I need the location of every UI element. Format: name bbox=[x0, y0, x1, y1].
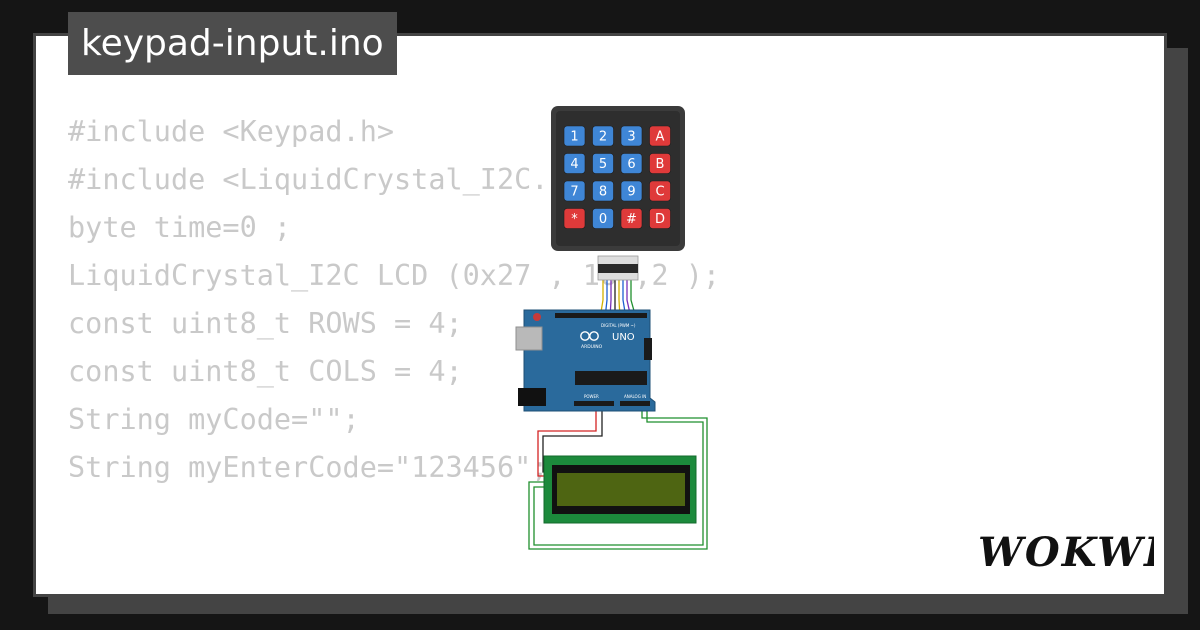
keypad-key[interactable]: 8 bbox=[592, 180, 614, 202]
code-line-5: const uint8_t ROWS = 4; bbox=[68, 307, 463, 340]
keypad-key-label: B bbox=[656, 157, 665, 172]
arduino-board: UNO ARDUINO DIGITAL (PWM ~) POWER ANALOG… bbox=[515, 309, 656, 412]
keypad-key[interactable]: A bbox=[649, 125, 671, 147]
keypad-key[interactable]: # bbox=[620, 208, 643, 229]
keypad-key-label: 5 bbox=[599, 157, 607, 172]
arduino-digital-label: DIGITAL (PWM ~) bbox=[601, 323, 636, 328]
code-line-2: #include <LiquidCrystal_I2C.h> bbox=[68, 163, 583, 196]
keypad-key-label: 9 bbox=[627, 185, 635, 200]
keypad-key-label: 4 bbox=[570, 157, 578, 172]
keypad-key[interactable]: C bbox=[649, 180, 671, 202]
keypad-key-label: 2 bbox=[599, 130, 607, 145]
wokwi-logo: WOKWI bbox=[978, 529, 1154, 576]
lcd-wire-vcc bbox=[537, 410, 597, 477]
keypad-key-label: 3 bbox=[627, 130, 635, 145]
code-line-3: byte time=0 ; bbox=[68, 211, 292, 244]
keypad-key[interactable]: B bbox=[649, 153, 671, 174]
usb-port bbox=[515, 326, 543, 351]
keypad-key[interactable]: 5 bbox=[592, 153, 614, 174]
keypad-keys: 1 2 3 A 4 5 6 B 7 8 9 C * 0 # D bbox=[563, 125, 671, 229]
keypad-key[interactable]: * bbox=[563, 208, 586, 229]
keypad-key-label: 1 bbox=[570, 130, 578, 145]
keypad-key[interactable]: 1 bbox=[563, 125, 586, 147]
keypad-key-label: * bbox=[571, 212, 578, 227]
code-line-8: String myEnterCode="123456"; bbox=[68, 451, 549, 484]
reset-button bbox=[533, 313, 541, 321]
keypad-key-label: # bbox=[626, 212, 637, 227]
power-jack bbox=[518, 388, 546, 406]
keypad-key[interactable]: D bbox=[649, 208, 671, 229]
arduino-model-label: UNO bbox=[612, 332, 635, 343]
keypad-key[interactable]: 0 bbox=[592, 208, 614, 229]
keypad-key[interactable]: 4 bbox=[563, 153, 586, 174]
code-line-7: String myCode=""; bbox=[68, 403, 360, 436]
lcd-screen bbox=[557, 473, 685, 506]
arduino-analog-label: ANALOG IN bbox=[624, 394, 646, 399]
arduino-brand-label: ARDUINO bbox=[581, 344, 603, 350]
lcd-wire-scl bbox=[533, 410, 704, 546]
keypad-key[interactable]: 3 bbox=[620, 125, 643, 147]
keypad-key-label: 0 bbox=[599, 212, 607, 227]
keypad-key-label: C bbox=[655, 185, 664, 200]
file-name-tab: keypad-input.ino bbox=[68, 12, 397, 75]
microcontroller-chip bbox=[575, 371, 647, 385]
code-line-1: #include <Keypad.h> bbox=[68, 115, 395, 148]
arduino-logo bbox=[580, 331, 599, 341]
keypad-key[interactable]: 2 bbox=[592, 125, 614, 147]
keypad: 1 2 3 A 4 5 6 B 7 8 9 C * 0 # D bbox=[551, 106, 685, 281]
keypad-key-label: 7 bbox=[570, 185, 578, 200]
arduino-power-label: POWER bbox=[584, 394, 599, 399]
keypad-key[interactable]: 6 bbox=[620, 153, 643, 174]
keypad-key-label: A bbox=[656, 130, 665, 145]
lcd-wire-sda bbox=[528, 410, 708, 550]
code-line-6: const uint8_t COLS = 4; bbox=[68, 355, 463, 388]
lcd-display bbox=[543, 455, 697, 524]
brand-name: WOKWI bbox=[978, 529, 1154, 576]
keypad-key-label: D bbox=[655, 212, 665, 227]
code-preview: #include <Keypad.h> #include <LiquidCryst… bbox=[68, 108, 720, 594]
keypad-key-label: 6 bbox=[627, 157, 635, 172]
keypad-key-label: 8 bbox=[599, 185, 607, 200]
keypad-key[interactable]: 9 bbox=[620, 180, 643, 202]
keypad-key[interactable]: 7 bbox=[563, 180, 586, 202]
